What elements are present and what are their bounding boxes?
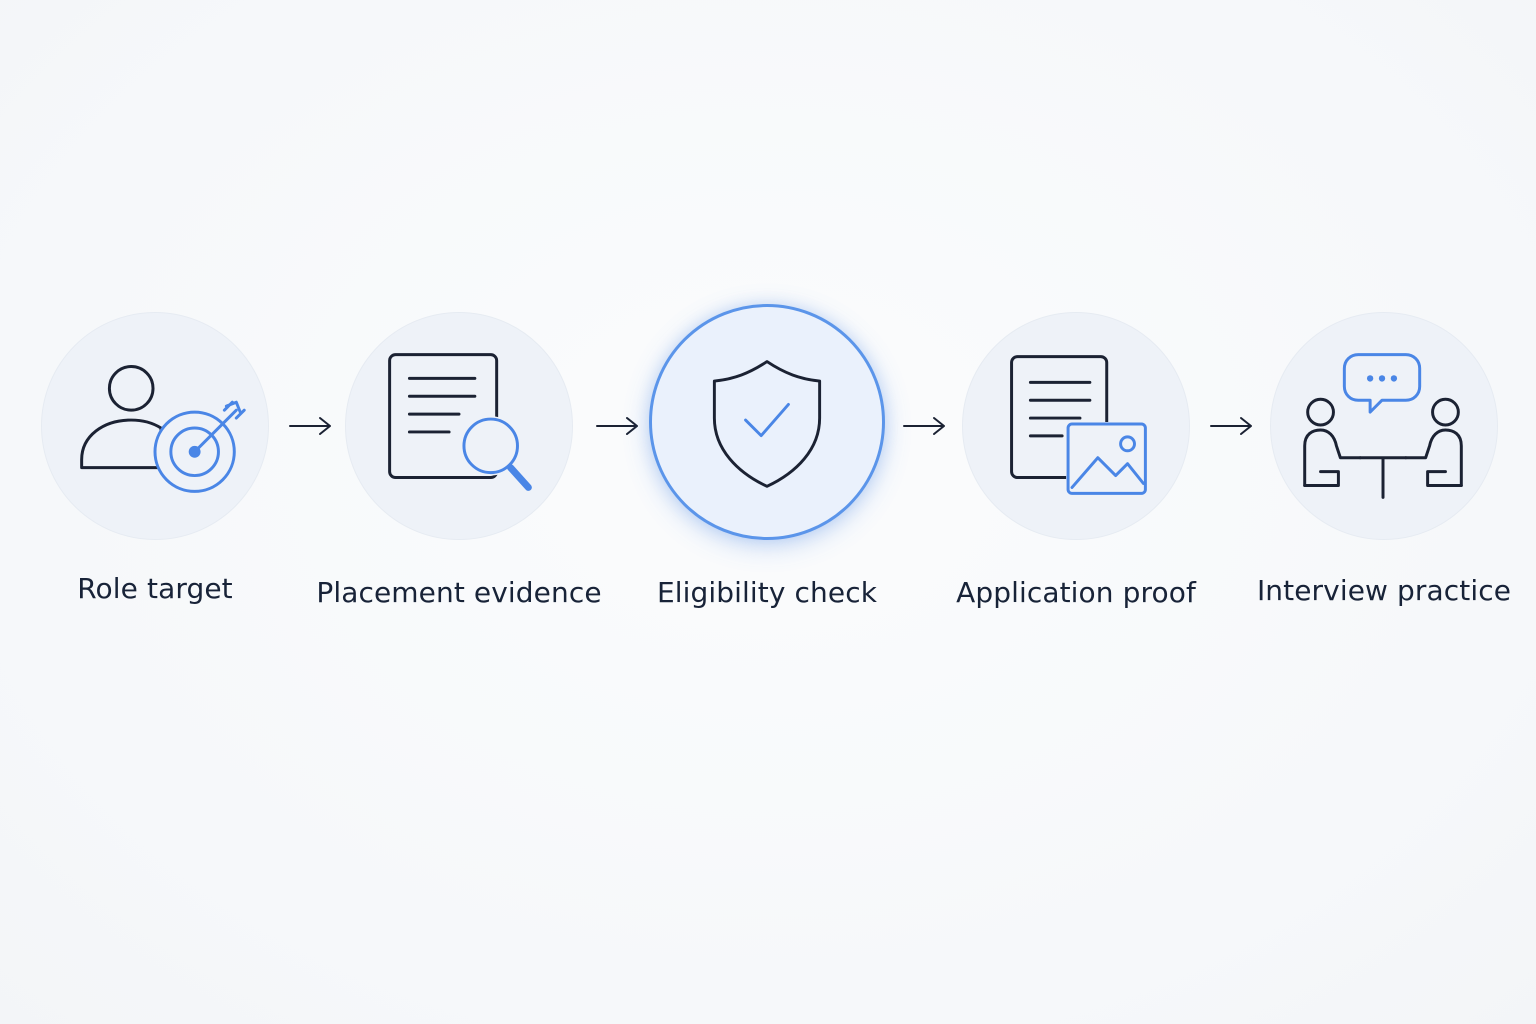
step-circle — [962, 312, 1190, 540]
arrow-right-icon — [596, 417, 638, 435]
step-label: Eligibility check — [656, 576, 878, 609]
document-search-icon — [388, 353, 532, 491]
person-target-icon — [80, 365, 246, 493]
step-application-proof: Application proof — [926, 0, 1226, 1024]
arrow-right-icon — [903, 417, 945, 435]
arrow-right-icon — [1210, 417, 1252, 435]
arrow-right-icon — [289, 417, 331, 435]
step-circle — [345, 312, 573, 540]
step-eligibility-check: Eligibility check — [617, 0, 917, 1024]
document-image-icon — [1010, 355, 1147, 495]
step-circle — [1270, 312, 1498, 540]
step-placement-evidence: Placement evidence — [309, 0, 609, 1024]
interview-chat-icon — [1303, 353, 1463, 499]
step-role-target: Role target — [5, 0, 305, 1024]
step-label: Role target — [77, 572, 233, 605]
step-label: Application proof — [956, 576, 1196, 609]
step-label: Placement evidence — [316, 576, 602, 609]
step-label: Interview practice — [1256, 574, 1512, 607]
step-circle — [41, 312, 269, 540]
step-circle-active — [649, 304, 885, 540]
step-interview-practice: Interview practice — [1234, 0, 1534, 1024]
shield-check-icon — [712, 360, 822, 488]
